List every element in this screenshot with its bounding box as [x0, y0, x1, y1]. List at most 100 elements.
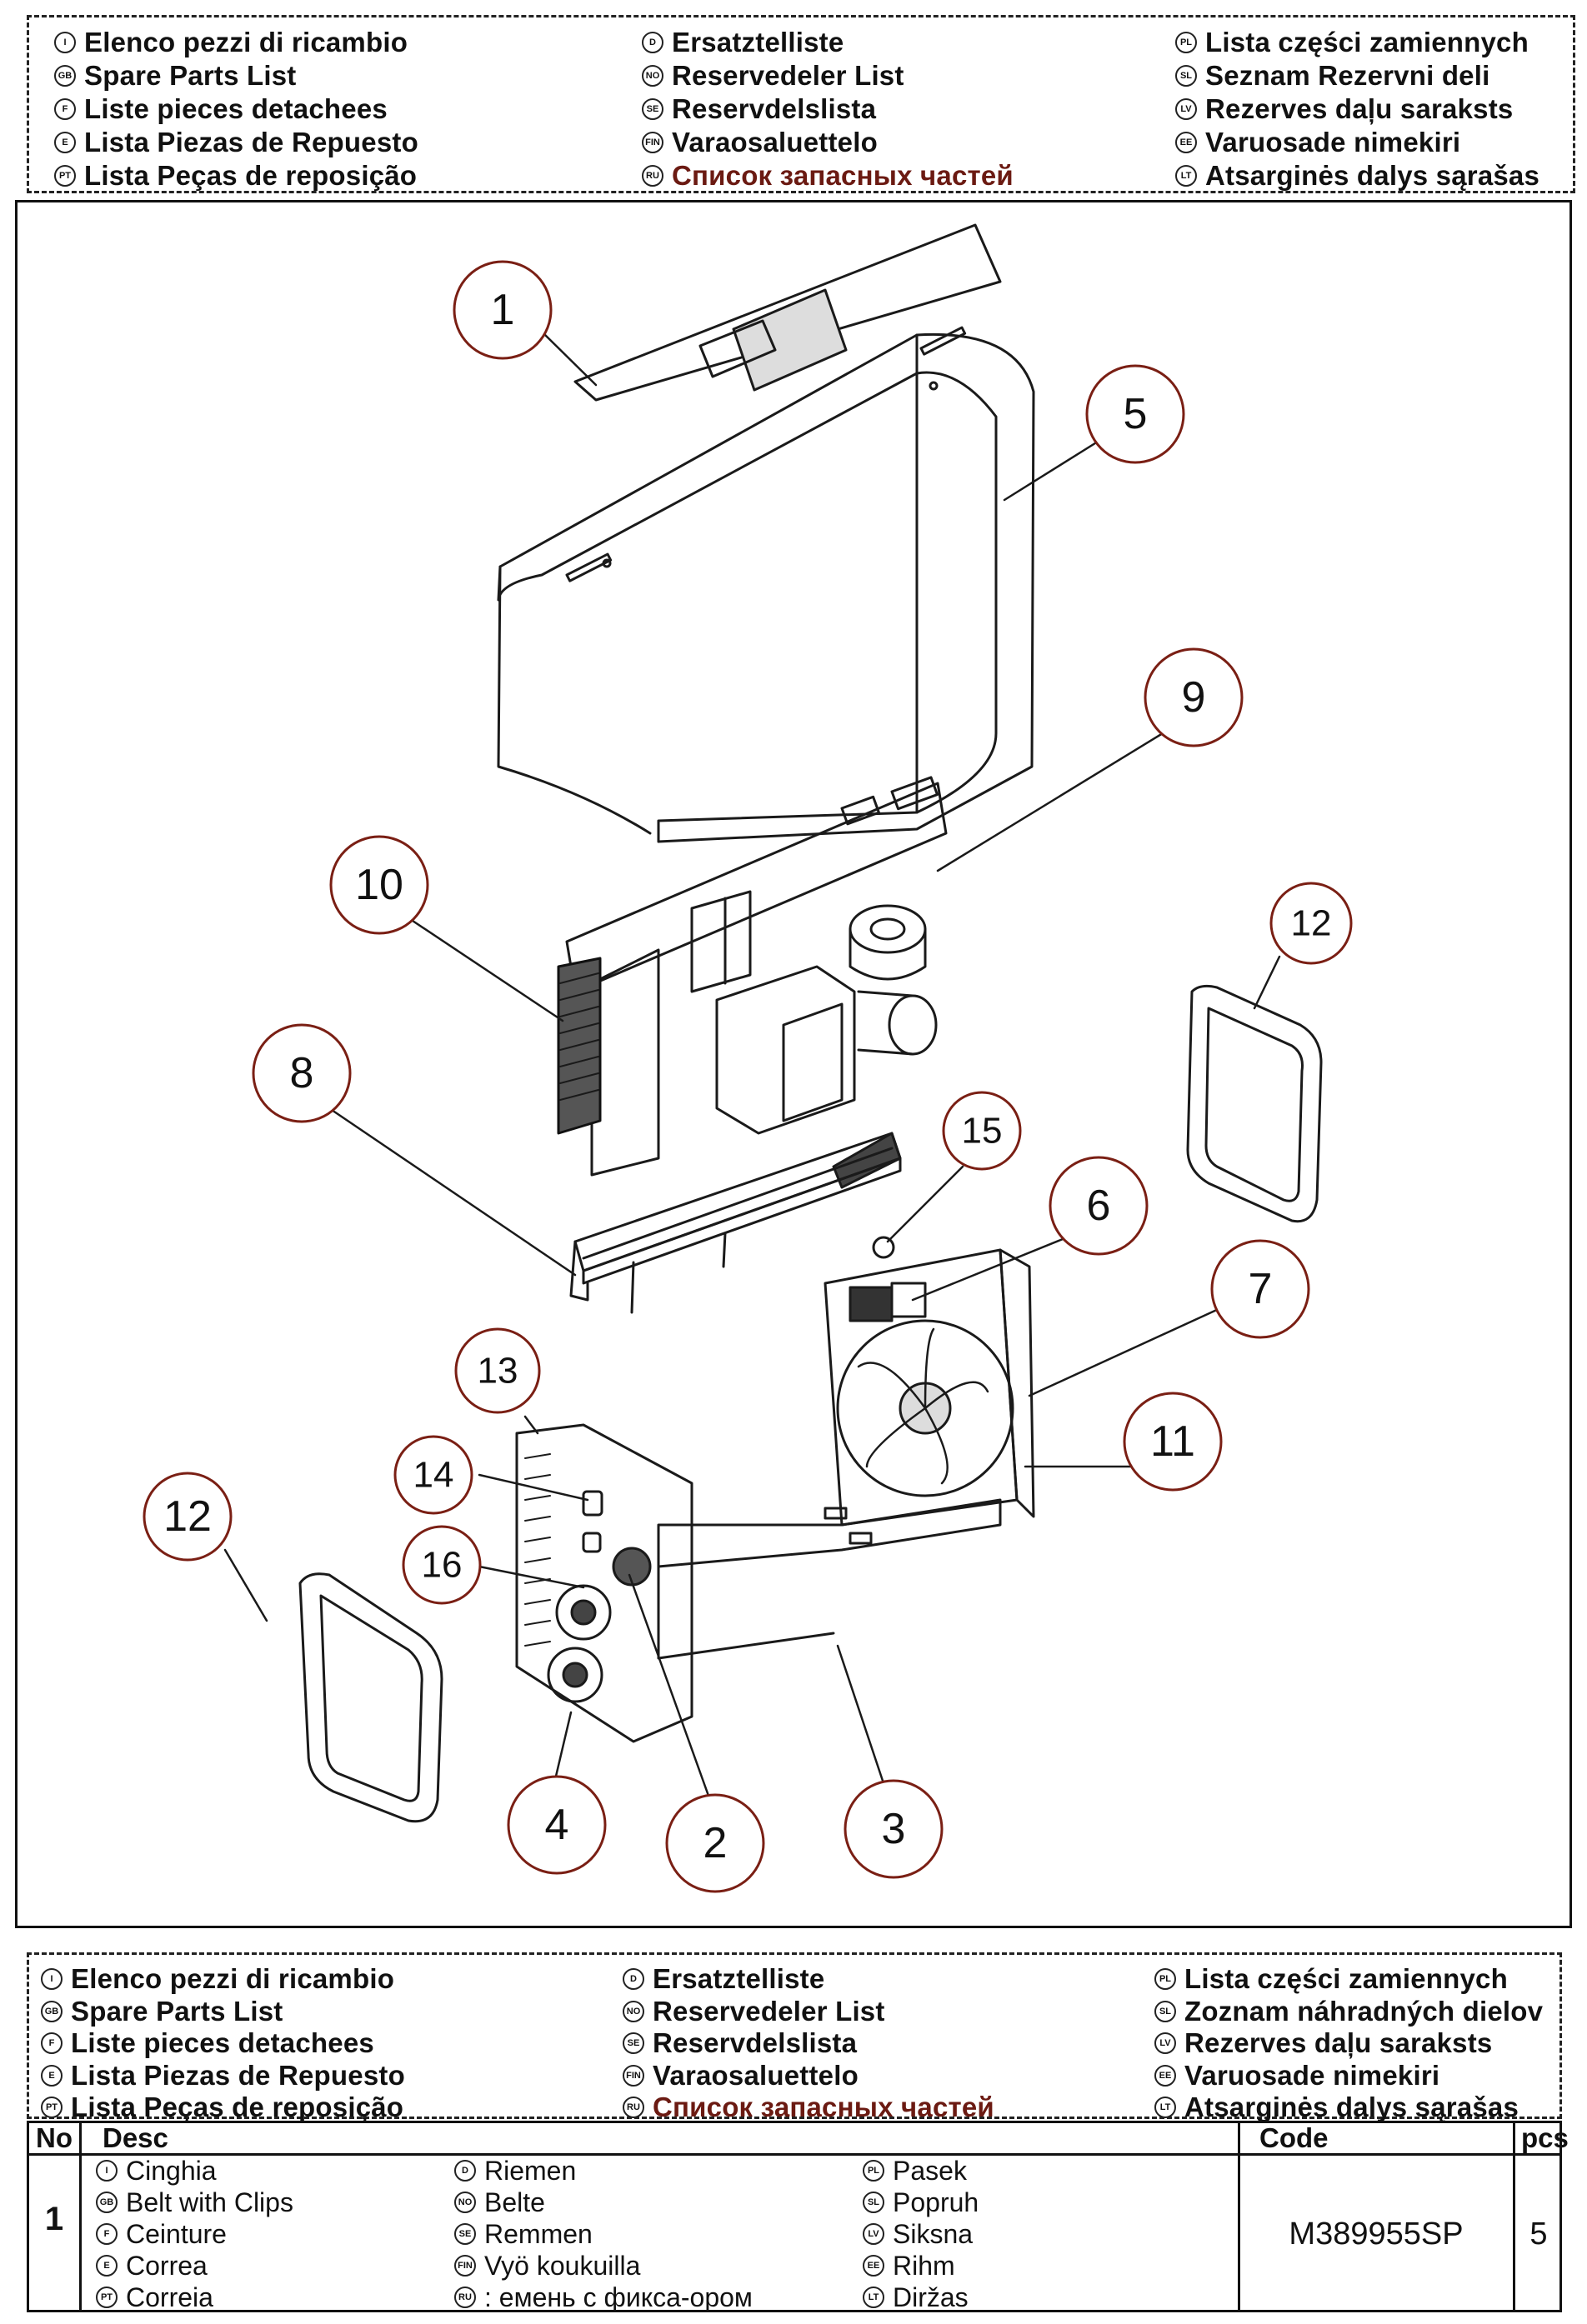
- callout-circle: [942, 1091, 1022, 1171]
- lang-badge: SE: [642, 98, 663, 120]
- lang-badge: NO: [454, 2192, 476, 2213]
- lang-row: I Elenco pezzi di ricambio: [41, 1963, 405, 1996]
- lang-badge: EE: [863, 2255, 884, 2277]
- desc-text: Popruh: [893, 2187, 979, 2217]
- table-column-divider: [79, 2123, 82, 2310]
- lang-label: Список запасных частей: [653, 2092, 994, 2123]
- callout-label: 8: [290, 1049, 314, 1097]
- base-bracket-part: [569, 1132, 902, 1314]
- lang-badge: LT: [863, 2287, 884, 2308]
- lang-badge: E: [96, 2255, 118, 2277]
- callout-circle: [1049, 1156, 1149, 1256]
- callout-12: 12: [1269, 882, 1353, 965]
- lang-label: Elenco pezzi di ricambio: [84, 27, 408, 57]
- lang-label: Zoznam náhradných dielov: [1184, 1995, 1544, 2027]
- lang-badge: PL: [1175, 32, 1197, 53]
- callout-10: 10: [329, 835, 429, 935]
- desc-text: Belt with Clips: [126, 2187, 293, 2217]
- callout-label: 6: [1087, 1182, 1111, 1230]
- lang-row: NO Reservedeler List: [642, 59, 1014, 92]
- callout-11: 11: [1123, 1392, 1223, 1492]
- lang-badge: SL: [1175, 65, 1197, 87]
- lang-badge: PT: [54, 165, 76, 187]
- callout-5: 5: [1085, 364, 1185, 464]
- lang-badge: RU: [623, 2097, 644, 2119]
- lang-badge: GB: [96, 2192, 118, 2213]
- callout-circle: [1269, 882, 1353, 965]
- lang-label: Spare Parts List: [84, 60, 297, 91]
- lang-badge: I: [96, 2160, 118, 2182]
- lang-label: Reservedeler List: [672, 60, 904, 91]
- callout-label: 7: [1249, 1265, 1273, 1313]
- part-code: M389955SP: [1289, 2217, 1464, 2252]
- callout-circle: [454, 1327, 541, 1414]
- lang-badge: SE: [623, 2032, 644, 2055]
- lang-label: Lista Peças de reposição: [84, 160, 418, 191]
- part-number: 1: [44, 2201, 64, 2237]
- lang-badge: F: [96, 2223, 118, 2245]
- lang-badge: LV: [863, 2223, 884, 2245]
- lang-label: Rezerves daļu saraksts: [1184, 2027, 1493, 2059]
- desc-text: Diržas: [893, 2282, 969, 2312]
- callout-label: 1: [491, 286, 515, 334]
- lang-badge: LT: [1154, 2097, 1176, 2119]
- desc-entry: LT Diržas: [863, 2282, 979, 2313]
- callout-label: 16: [422, 1545, 463, 1586]
- table-column-divider: [1238, 2123, 1240, 2310]
- callout-4: 4: [507, 1775, 607, 1875]
- front-panel-part: [515, 1423, 693, 1743]
- lang-badge: EE: [1175, 132, 1197, 153]
- callout-12: 12: [143, 1472, 233, 1562]
- desc-text: Vyö koukuilla: [484, 2250, 641, 2281]
- callout-circle: [1085, 364, 1185, 464]
- lang-badge: SL: [863, 2192, 884, 2213]
- lang-badge: RU: [454, 2287, 476, 2308]
- table-column-divider: [1513, 2123, 1515, 2310]
- callout-circle: [252, 1023, 352, 1123]
- callout-16: 16: [402, 1525, 482, 1605]
- desc-text: Correia: [126, 2282, 213, 2312]
- part-quantity: 5: [1529, 2217, 1548, 2252]
- lang-badge: FIN: [642, 132, 663, 153]
- lang-label: Elenco pezzi di ricambio: [71, 1963, 395, 1995]
- column-header-code: Code: [1259, 2122, 1329, 2153]
- lang-label: Ersatztelliste: [672, 27, 844, 57]
- callout-13: 13: [454, 1327, 541, 1414]
- lang-badge: NO: [642, 65, 663, 87]
- lang-badge: LV: [1154, 2032, 1176, 2055]
- lang-label: Atsarginės dalys sąrašas: [1205, 160, 1540, 191]
- lang-label: Liste pieces detachees: [71, 2027, 374, 2059]
- lang-badge: D: [623, 1968, 644, 1991]
- lang-badge: I: [41, 1968, 63, 1991]
- callout-14: 14: [393, 1435, 473, 1515]
- lang-badge: FIN: [623, 2064, 644, 2087]
- column-header-pcs: pcs: [1521, 2122, 1569, 2153]
- pcb-assembly-part: [557, 776, 948, 1189]
- callout-label: 9: [1182, 673, 1206, 722]
- fan-housing-part: [824, 1236, 1035, 1527]
- callout-label: 5: [1124, 390, 1148, 438]
